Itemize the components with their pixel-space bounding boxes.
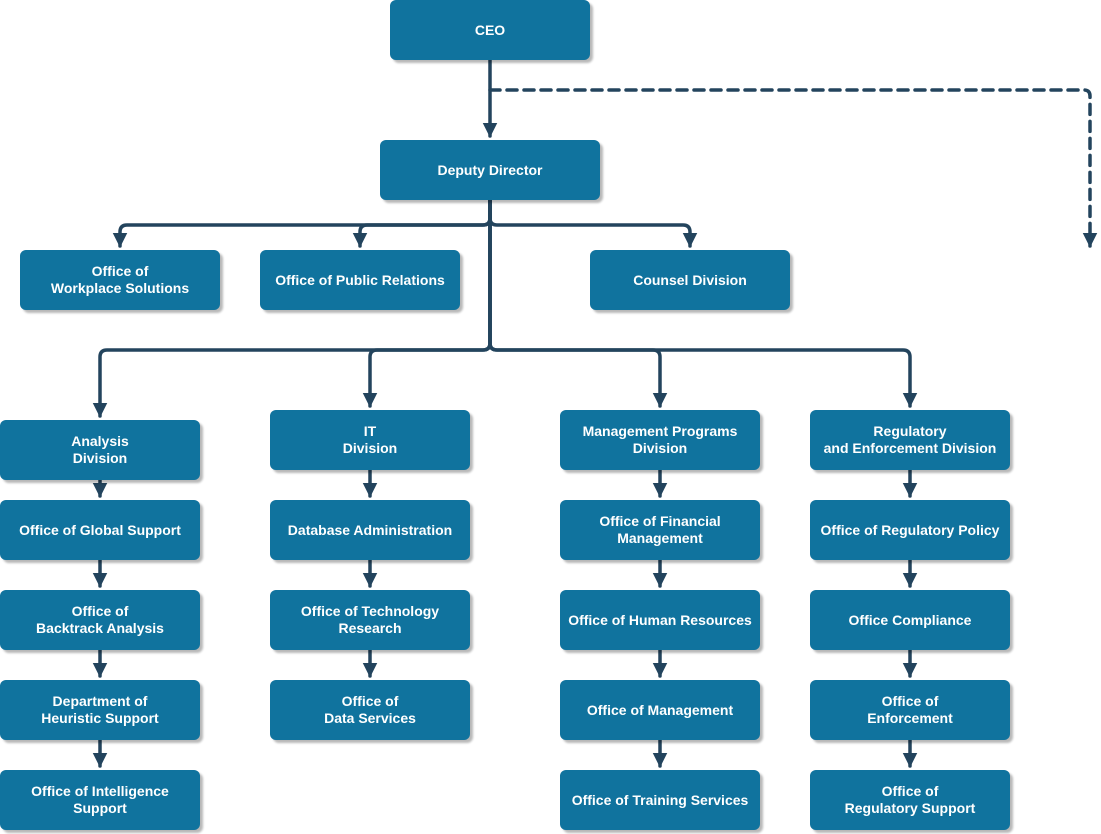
edge-deputy-counsel xyxy=(488,198,698,248)
node-office-intelligence-support[interactable]: Office of Intelligence Support xyxy=(0,770,200,830)
node-office-financial-management[interactable]: Office of Financial Management xyxy=(560,500,760,560)
node-office-enforcement[interactable]: Office of Enforcement xyxy=(810,680,1010,740)
edge-deputy-public-relations xyxy=(352,198,492,248)
node-office-technology-research[interactable]: Office of Technology Research xyxy=(270,590,470,650)
node-analysis-division[interactable]: Analysis Division xyxy=(0,420,200,480)
node-office-management[interactable]: Office of Management xyxy=(560,680,760,740)
node-it-division[interactable]: IT Division xyxy=(270,410,470,470)
node-office-regulatory-support[interactable]: Office of Regulatory Support xyxy=(810,770,1010,830)
node-office-training-services[interactable]: Office of Training Services xyxy=(560,770,760,830)
node-office-public-relations[interactable]: Office of Public Relations xyxy=(260,250,460,310)
node-database-administration[interactable]: Database Administration xyxy=(270,500,470,560)
node-office-data-services[interactable]: Office of Data Services xyxy=(270,680,470,740)
node-regulatory-enforcement-division[interactable]: Regulatory and Enforcement Division xyxy=(810,410,1010,470)
node-ceo[interactable]: CEO xyxy=(390,0,590,60)
node-department-heuristic-support[interactable]: Department of Heuristic Support xyxy=(0,680,200,740)
edge-deputy-workplace xyxy=(112,198,492,248)
node-office-backtrack-analysis[interactable]: Office of Backtrack Analysis xyxy=(0,590,200,650)
edge-ceo-external-dashed xyxy=(488,88,1098,248)
node-office-workplace-solutions[interactable]: Office of Workplace Solutions xyxy=(20,250,220,310)
node-counsel-division[interactable]: Counsel Division xyxy=(590,250,790,310)
node-office-regulatory-policy[interactable]: Office of Regulatory Policy xyxy=(810,500,1010,560)
node-office-global-support[interactable]: Office of Global Support xyxy=(0,500,200,560)
node-deputy-director[interactable]: Deputy Director xyxy=(380,140,600,200)
node-management-programs-division[interactable]: Management Programs Division xyxy=(560,410,760,470)
node-office-compliance[interactable]: Office Compliance xyxy=(810,590,1010,650)
edge-deputy-regulatory xyxy=(488,198,918,408)
node-office-human-resources[interactable]: Office of Human Resources xyxy=(560,590,760,650)
